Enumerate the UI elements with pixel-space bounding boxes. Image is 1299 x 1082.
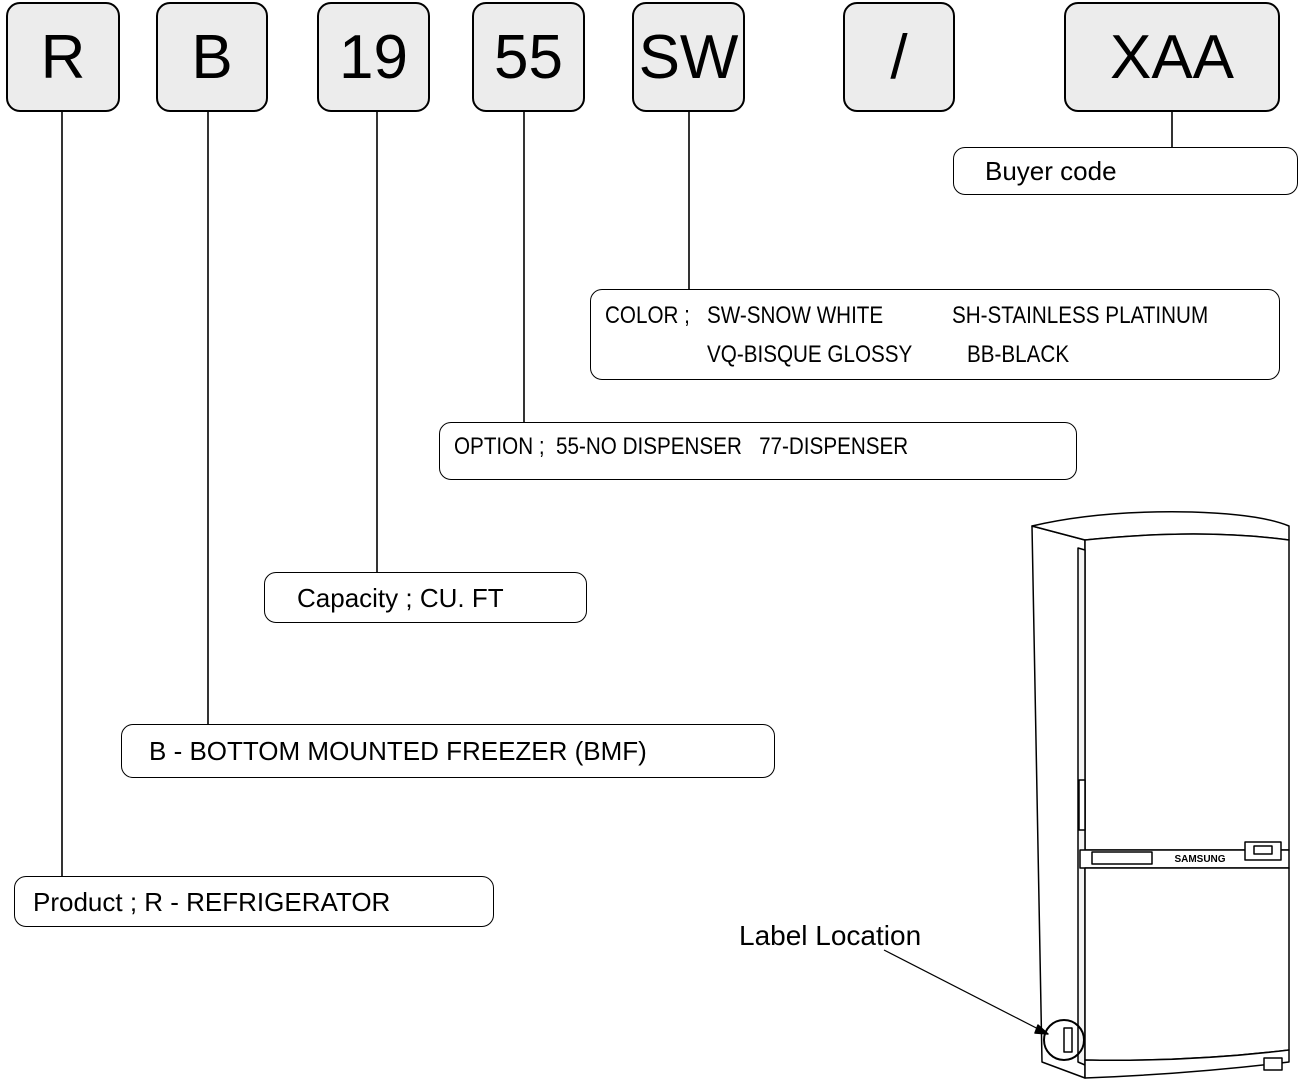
option-text: OPTION ; 55-NO DISPENSER 77-DISPENSER: [454, 433, 909, 460]
fridge-upper-door: [1084, 533, 1290, 851]
color-bb: BB-BLACK: [967, 341, 1070, 368]
code-segment-buyer-text: XAA: [1109, 22, 1235, 92]
color-sh: SH-STAINLESS PLATINUM: [952, 302, 1209, 329]
code-segment-capacity-text: 19: [339, 22, 408, 92]
product-text: Product ; R - REFRIGERATOR: [33, 887, 391, 917]
product-label: Product ; R - REFRIGERATOR: [14, 876, 494, 927]
label-location-pointer: [883, 949, 1049, 1035]
code-segment-option: 55: [472, 2, 585, 112]
code-segment-buyer: XAA: [1064, 2, 1280, 112]
color-sw: SW-SNOW WHITE: [707, 302, 884, 329]
code-segment-color: SW: [632, 2, 745, 112]
buyer-code-text: Buyer code: [985, 156, 1117, 186]
code-segment-slash-text: /: [890, 22, 908, 92]
fridge-base: [1084, 1049, 1290, 1079]
color-label: COLOR ; SW-SNOW WHITE SH-STAINLESS PLATI…: [590, 289, 1280, 380]
fridge-brand-text: SAMSUNG: [1174, 854, 1225, 865]
type-label: B - BOTTOM MOUNTED FREEZER (BMF): [121, 724, 775, 778]
code-segment-color-text: SW: [638, 22, 739, 92]
fridge-foot-right: [1263, 1057, 1283, 1071]
capacity-label: Capacity ; CU. FT: [264, 572, 587, 623]
code-segment-slash: /: [843, 2, 955, 112]
color-title: COLOR ;: [605, 302, 690, 329]
label-location-text: Label Location: [739, 920, 922, 951]
label-location-arrowhead: [1034, 1024, 1049, 1035]
fridge-upper-handle: [1078, 779, 1086, 831]
fridge-side-panel: [1031, 525, 1086, 1079]
capacity-text: Capacity ; CU. FT: [297, 583, 504, 613]
code-segment-b: B: [156, 2, 268, 112]
buyer-code-label: Buyer code: [953, 147, 1298, 195]
label-location-marker: [1063, 1027, 1073, 1053]
color-vq: VQ-BISQUE GLOSSY: [707, 341, 913, 368]
fridge-handle-recess: [1091, 851, 1153, 865]
code-segment-capacity: 19: [317, 2, 430, 112]
code-segment-r-text: R: [40, 22, 86, 92]
fridge-freezer-drawer: [1084, 867, 1290, 1062]
label-location-circle: [1043, 1019, 1085, 1061]
code-segment-b-text: B: [191, 22, 233, 92]
type-text: B - BOTTOM MOUNTED FREEZER (BMF): [149, 736, 647, 766]
code-segment-r: R: [6, 2, 120, 112]
option-label: OPTION ; 55-NO DISPENSER 77-DISPENSER: [439, 422, 1077, 480]
fridge-display-screen: [1253, 845, 1273, 855]
code-segment-option-text: 55: [494, 22, 563, 92]
